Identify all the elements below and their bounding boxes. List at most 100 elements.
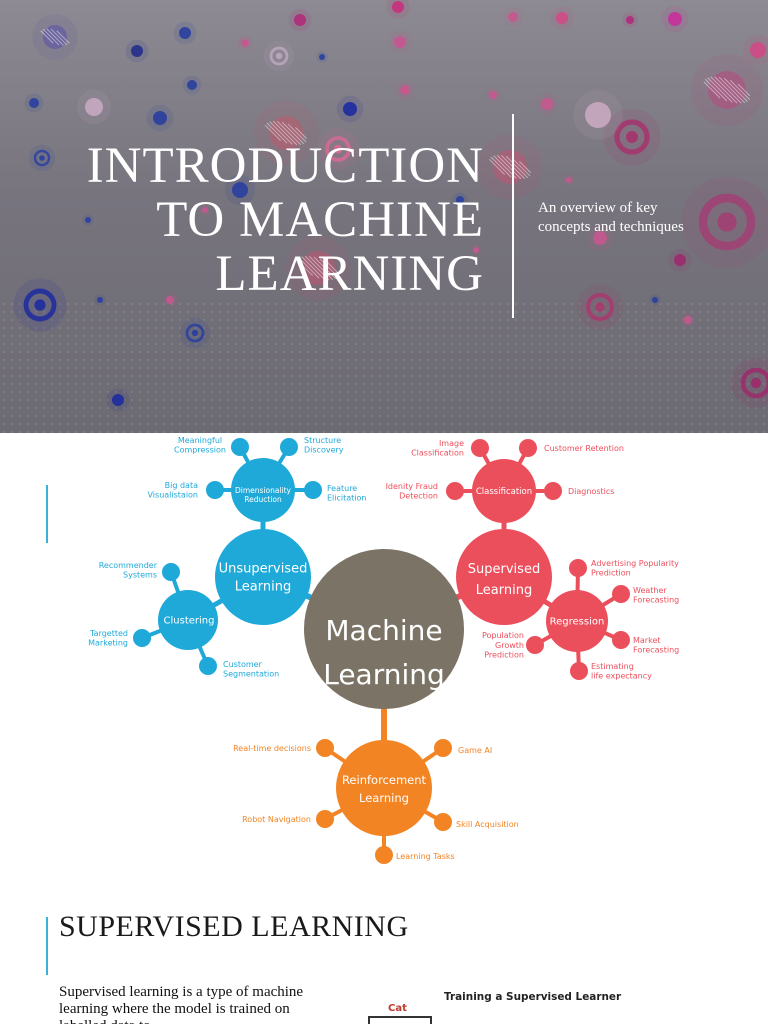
bubble-dot: [684, 316, 692, 324]
bubble-dot: [166, 296, 174, 304]
bubble-hatch: [272, 120, 298, 146]
bubble-hatch: [313, 256, 337, 280]
bubble-hatch: [56, 30, 70, 44]
bubble-hatch: [319, 258, 339, 278]
bubble-hatch: [490, 156, 512, 178]
bubble-hatch: [281, 121, 305, 145]
bubble-dot: [153, 111, 167, 125]
leaf-node: [231, 438, 249, 456]
bubble-hatch: [264, 124, 282, 142]
bubble-dot: [85, 98, 103, 116]
leaf-node: [446, 482, 464, 500]
bubble-dot: [668, 12, 682, 26]
bubble-dot: [187, 80, 197, 90]
supervised-slide: SUPERVISED LEARNING Supervised learning …: [0, 883, 768, 1024]
bubble-dot: [29, 98, 39, 108]
dimensionality-node: [231, 458, 295, 522]
bubble-dot: [179, 27, 191, 39]
bubble-hatch: [511, 157, 531, 177]
leaf-node: [471, 439, 489, 457]
bubble-hatch: [519, 161, 531, 173]
leaf-label: Robot Navigation: [242, 815, 311, 824]
figure-title: Training a Supervised Learner: [444, 990, 622, 1003]
bubble-dot: [319, 54, 325, 60]
bubble-hatch: [266, 122, 288, 144]
bubble-hatch: [50, 28, 68, 46]
bubble-dot: [750, 377, 762, 389]
leaf-node: [316, 810, 334, 828]
bubble-hatch: [737, 83, 751, 97]
leaf-label: Learning Tasks: [396, 852, 455, 861]
section-heading: SUPERVISED LEARNING: [59, 910, 409, 943]
subtitle-line: An overview of key: [538, 200, 658, 216]
bubble-dot: [301, 251, 335, 285]
bubble-dot: [333, 144, 343, 154]
bubble-dot: [392, 1, 404, 13]
regression-node: [546, 590, 608, 652]
accent-bar: [46, 485, 48, 543]
bubble-hatch: [40, 30, 54, 44]
bubble-dot: [191, 329, 199, 337]
figure-label: Cat: [388, 1003, 407, 1014]
bubble-hatch: [505, 155, 529, 179]
bubble-hatch: [707, 77, 733, 103]
bubble-ring: [185, 323, 205, 343]
title-line: LEARNING: [215, 246, 484, 302]
bubble-hatch: [703, 81, 721, 99]
bubble-hatch: [729, 79, 751, 101]
dot-texture: [0, 300, 768, 433]
bubble-hatch: [296, 259, 314, 277]
leaf-node: [569, 559, 587, 577]
title-slide: INTRODUCTION TO MACHINE LEARNING An over…: [0, 0, 768, 433]
bubble-dot: [595, 302, 605, 312]
bubble-hatch: [301, 256, 325, 280]
bubble-hatch: [304, 255, 330, 281]
leaf-node: [280, 438, 298, 456]
leaf-node: [570, 662, 588, 680]
leaf-node: [133, 629, 151, 647]
bubble-dot: [43, 25, 67, 49]
bubble-dot: [493, 150, 527, 184]
clustering-label: Clustering: [164, 616, 215, 627]
bubble-dot: [456, 196, 464, 204]
bubble-dot: [39, 155, 45, 161]
bubble-ring: [585, 292, 615, 322]
leaf-node: [526, 636, 544, 654]
bubble-hatch: [308, 255, 334, 281]
bubble-ring: [698, 193, 756, 251]
leaf-label: Real-time decisions: [233, 744, 311, 753]
regression-label: Regression: [550, 617, 605, 628]
title-line: TO MACHINE: [156, 192, 484, 248]
leaf-node: [612, 631, 630, 649]
leaf-node: [434, 813, 452, 831]
leaf-node: [434, 739, 452, 757]
bubble-hatch: [287, 123, 307, 143]
bubble-dot: [626, 16, 634, 24]
bubble-dot: [473, 247, 479, 253]
title-divider: [512, 114, 514, 318]
clustering-node: [158, 590, 218, 650]
bubble-ring: [23, 288, 57, 322]
bubble-dot: [275, 52, 283, 60]
bubble-dot: [85, 217, 91, 223]
leaf-node: [544, 482, 562, 500]
leaf-node: [375, 846, 393, 864]
bubble-dot: [97, 297, 103, 303]
bubble-dot: [708, 71, 746, 109]
accent-bar: [46, 917, 48, 975]
